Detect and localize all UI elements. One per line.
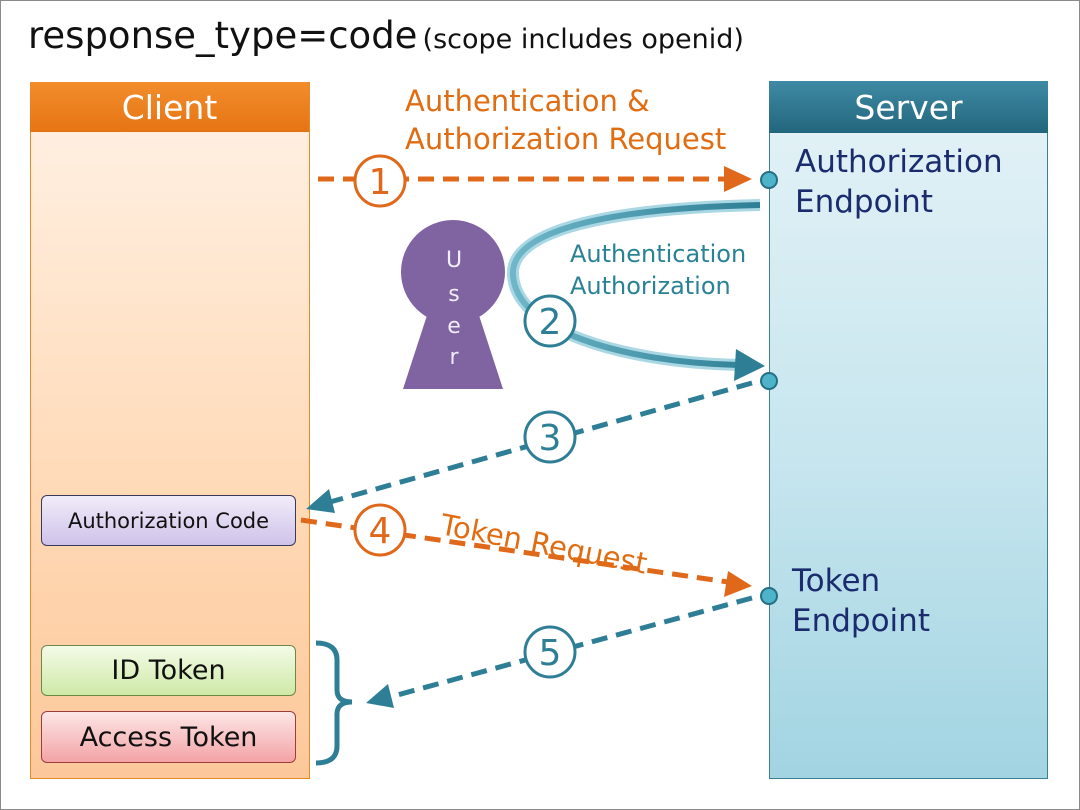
authorization-endpoint-dot [760,171,778,189]
server-header: Server [769,81,1048,133]
step-number-4: 4 [369,511,392,552]
step-circle-2: 2 [523,294,577,348]
step1-request-arrow [318,166,752,192]
diagram-title: response_type=code (scope includes openi… [28,14,744,57]
authorization-endpoint-line2: Endpoint [795,184,933,220]
auth-request-label-line1: Authentication & [405,84,650,118]
id-token-box: ID Token [41,645,296,696]
step-number-2: 2 [539,302,562,343]
user-letter-r: r [449,345,459,370]
token-endpoint-line1: Token [792,563,881,599]
user-letter-u: U [445,248,463,273]
token-endpoint-label: Token Endpoint [792,561,930,641]
user-figure [401,220,505,389]
user-letter-s: s [448,282,460,307]
step-number-3: 3 [539,418,562,459]
token-endpoint-dot [760,587,778,605]
auth-request-label-line2: Authorization Request [405,122,727,156]
authorization-endpoint-line1: Authorization [795,144,1003,180]
authorization-endpoint-label: Authorization Endpoint [795,142,1003,222]
step-circle-1: 1 [353,154,407,208]
step4-token-request-arrow [300,517,752,597]
title-subtitle: (scope includes openid) [422,24,744,55]
token-group-bracket [315,640,353,766]
step-circle-3: 3 [523,410,577,464]
token-endpoint-line2: Endpoint [792,603,930,639]
server-column [769,81,1048,779]
step-number-5: 5 [539,633,562,674]
auth-note-line2: Authorization [570,272,731,300]
authorization-redirect-dot [760,372,778,390]
access-token-box: Access Token [41,711,296,763]
step-circle-5: 5 [523,625,577,679]
step-number-1: 1 [369,162,392,203]
step-circle-4: 4 [353,503,407,557]
client-header: Client [30,82,309,132]
step2-auth-curve-arrow [507,199,765,381]
step3-response-arrow [306,380,753,513]
authorization-code-box: Authorization Code [41,495,296,546]
auth-note-line1: Authentication [570,240,747,268]
user-letter-e: e [447,314,461,339]
title-main: response_type=code [28,14,418,57]
authentication-authorization-note: Authentication Authorization [570,238,746,302]
auth-request-label: Authentication & Authorization Request [405,82,726,158]
